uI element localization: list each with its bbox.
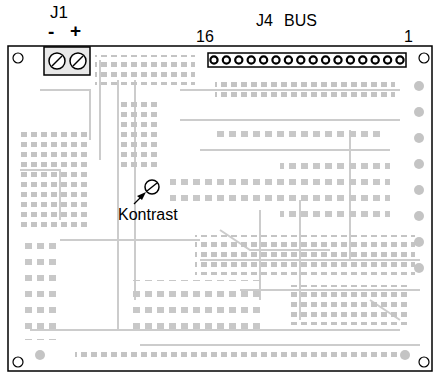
part-label: Kontrast: [118, 207, 178, 223]
header-pin: [396, 56, 403, 63]
header-pin: [272, 56, 279, 63]
header-pin: [260, 56, 267, 63]
trimmer-potentiometer: [145, 180, 159, 194]
polarity-mark: -: [48, 22, 54, 41]
header-pin: [347, 56, 354, 63]
header-pin: [384, 56, 391, 63]
header-pin: [223, 56, 230, 63]
connector-name: J4: [256, 13, 273, 29]
signal-name: BUS: [284, 13, 317, 29]
header-pin: [310, 56, 317, 63]
header-pin: [210, 56, 217, 63]
mounting-holes: [13, 53, 429, 367]
connector-name: J1: [50, 4, 68, 21]
pin-number: 16: [196, 29, 214, 45]
leader-arrow: [134, 192, 146, 204]
header-pin: [334, 56, 341, 63]
header-pin: [297, 56, 304, 63]
pcb-pads: [20, 55, 424, 362]
terminal-block: [44, 47, 90, 75]
pin-number: 1: [404, 29, 413, 45]
header-pin: [322, 56, 329, 63]
header-pin: [359, 56, 366, 63]
header-pin: [285, 56, 292, 63]
header-pin: [248, 56, 255, 63]
polarity-mark: +: [70, 21, 81, 40]
header-pin: [235, 56, 242, 63]
pin-header: [208, 53, 406, 67]
board-outline: [8, 46, 432, 371]
pcb-traces: [20, 60, 420, 345]
header-pin: [372, 56, 379, 63]
